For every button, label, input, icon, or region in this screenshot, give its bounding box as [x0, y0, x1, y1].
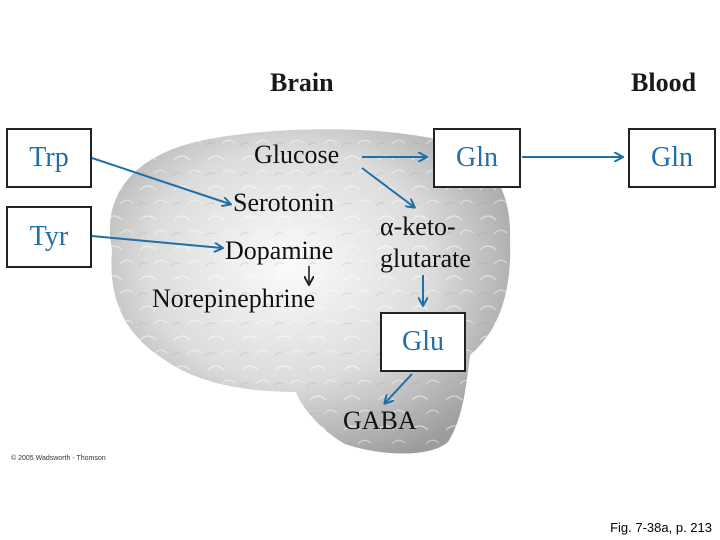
- glucose-label: Glucose: [254, 140, 340, 169]
- arrow-glu-gaba: [385, 373, 413, 403]
- tyr-box: Tyr: [6, 206, 92, 268]
- alpha-ketoglutarate-label-line1: α-keto-: [380, 212, 456, 241]
- copyright-credit: © 2005 Wadsworth - Thomson: [11, 455, 106, 462]
- arrow-tyr-dopamine: [91, 235, 222, 248]
- gaba-label: GABA: [343, 406, 417, 435]
- alpha-ketoglutarate-label-line2: glutarate: [380, 244, 471, 273]
- glu-box: Glu: [380, 312, 466, 372]
- dopamine-label: Dopamine: [225, 236, 334, 265]
- figure-caption: Fig. 7-38a, p. 213: [610, 520, 712, 535]
- gln-blood-box: Gln: [628, 128, 716, 188]
- trp-box: Trp: [6, 128, 92, 188]
- gln-brain-box: Gln: [433, 128, 521, 188]
- arrow-glucose-ketoglutarate: [361, 167, 414, 207]
- brain-header: Brain: [270, 68, 334, 97]
- norepinephrine-label: Norepinephrine: [152, 284, 316, 313]
- arrow-trp-serotonin: [91, 157, 230, 204]
- serotonin-label: Serotonin: [233, 188, 335, 217]
- blood-header: Blood: [631, 68, 697, 97]
